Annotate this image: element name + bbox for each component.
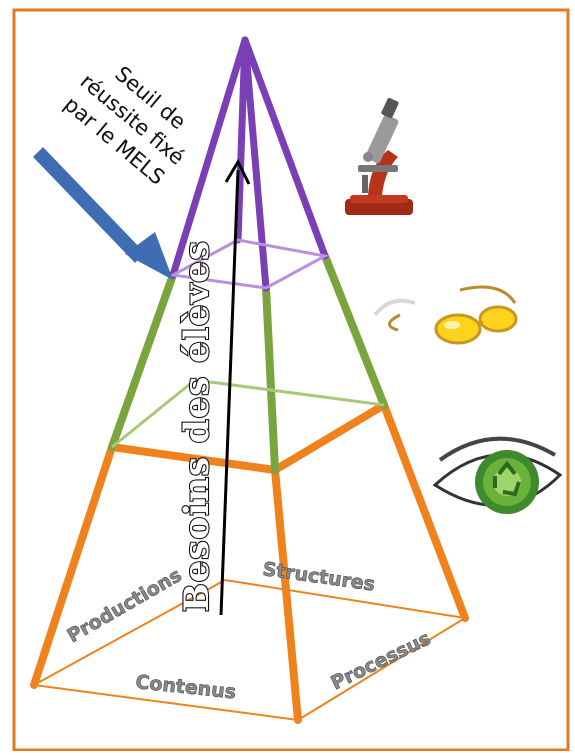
glasses-icon xyxy=(375,287,516,343)
pyramid-middle-tier xyxy=(112,256,384,470)
needs-label: Besoins des élèves xyxy=(177,240,217,612)
face-label-contenus: Contenus xyxy=(134,671,237,703)
pyramid-middle-ring xyxy=(112,380,384,447)
microscope-icon xyxy=(345,97,413,215)
face-label-processus: Processus xyxy=(328,627,435,694)
threshold-label: Seuil de réussite fixé par le MELS xyxy=(58,48,207,191)
pyramid-base-tier xyxy=(34,405,465,720)
face-label-structures: Structures xyxy=(261,558,376,596)
needs-arrow xyxy=(221,162,249,615)
eye-recycle-icon xyxy=(435,439,560,514)
